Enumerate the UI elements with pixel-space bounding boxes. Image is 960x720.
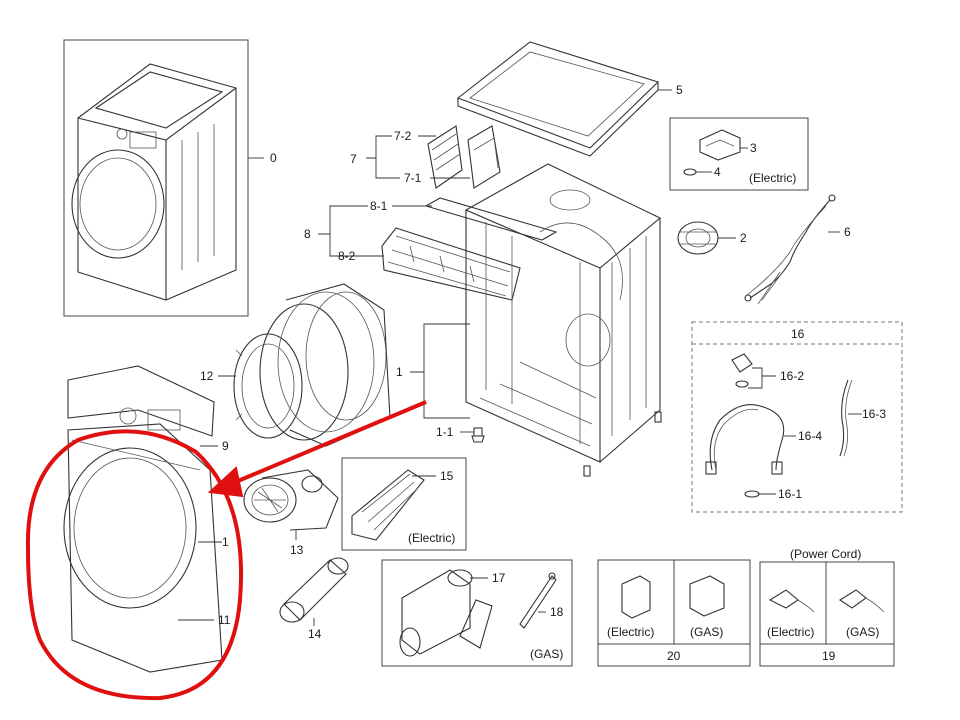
control-panel-frame [381, 197, 558, 301]
highlight-annotation [25, 400, 427, 701]
label-part-4: 4 [714, 165, 721, 179]
duct-cover [677, 221, 719, 255]
gas-burner-box [381, 559, 573, 667]
label-part-1: 1 [396, 365, 403, 379]
label-part-8-2: 8-2 [338, 249, 356, 263]
leveling-foot [471, 427, 485, 443]
label-part-2: 2 [740, 231, 747, 245]
label-part-16-2: 16-2 [780, 369, 804, 383]
label-part-15: 15 [440, 469, 454, 483]
note-electric-bracket: (Electric) [607, 625, 654, 639]
label-part-16: 16 [791, 327, 805, 341]
exhaust-duct [279, 557, 349, 623]
note-gas-bracket: (GAS) [690, 625, 723, 639]
note-gas-burner: (GAS) [530, 647, 563, 661]
label-part-1-1: 1-1 [436, 425, 454, 439]
front-assembly [63, 365, 223, 673]
control-bracket [427, 125, 501, 189]
label-part-16-4: 16-4 [798, 429, 822, 443]
label-part-7: 7 [350, 152, 357, 166]
highlight-arrow [225, 400, 427, 488]
label-part-20: 20 [667, 649, 681, 663]
leader-lines [178, 89, 862, 626]
blower-housing [243, 469, 339, 531]
label-part-3: 3 [750, 141, 757, 155]
label-part-0: 0 [270, 151, 277, 165]
label-part-7-2: 7-2 [394, 129, 412, 143]
label-part-18: 18 [550, 605, 564, 619]
label-part-8-1: 8-1 [370, 199, 388, 213]
label-part-16-1: 16-1 [778, 487, 802, 501]
bracket-box [597, 559, 751, 667]
drum [233, 283, 391, 447]
label-part-7-1: 7-1 [404, 171, 422, 185]
power-cord-box [759, 561, 895, 667]
label-part-6: 6 [844, 225, 851, 239]
part-labels: 0 5 7 7-2 7-1 8 8-1 8-2 3 4 (Electric) 2… [200, 83, 886, 663]
label-part-9: 9 [222, 439, 229, 453]
wire-harness [744, 194, 836, 305]
highlight-circle [25, 429, 244, 701]
note-electric-sensor: (Electric) [749, 171, 796, 185]
label-part-12: 12 [200, 369, 214, 383]
sensor-box [669, 117, 809, 191]
heater-box [341, 457, 467, 551]
note-electric-cord: (Electric) [767, 625, 814, 639]
water-kit-group [691, 321, 903, 513]
note-power-cord: (Power Cord) [790, 547, 861, 561]
label-part-11: 11 [218, 613, 231, 627]
label-part-13: 13 [290, 543, 304, 557]
complete-dryer [63, 39, 249, 317]
highlight-arrowhead [207, 466, 244, 498]
label-part-10: 1 [222, 535, 229, 549]
label-part-5: 5 [676, 83, 683, 97]
label-part-8: 8 [304, 227, 311, 241]
note-electric-heater: (Electric) [408, 531, 455, 545]
cabinet [464, 163, 662, 477]
label-part-17: 17 [492, 571, 506, 585]
label-part-19: 19 [822, 649, 836, 663]
note-gas-cord: (GAS) [846, 625, 879, 639]
top-cover [456, 41, 660, 157]
label-part-16-3: 16-3 [862, 407, 886, 421]
label-part-14: 14 [308, 627, 322, 641]
